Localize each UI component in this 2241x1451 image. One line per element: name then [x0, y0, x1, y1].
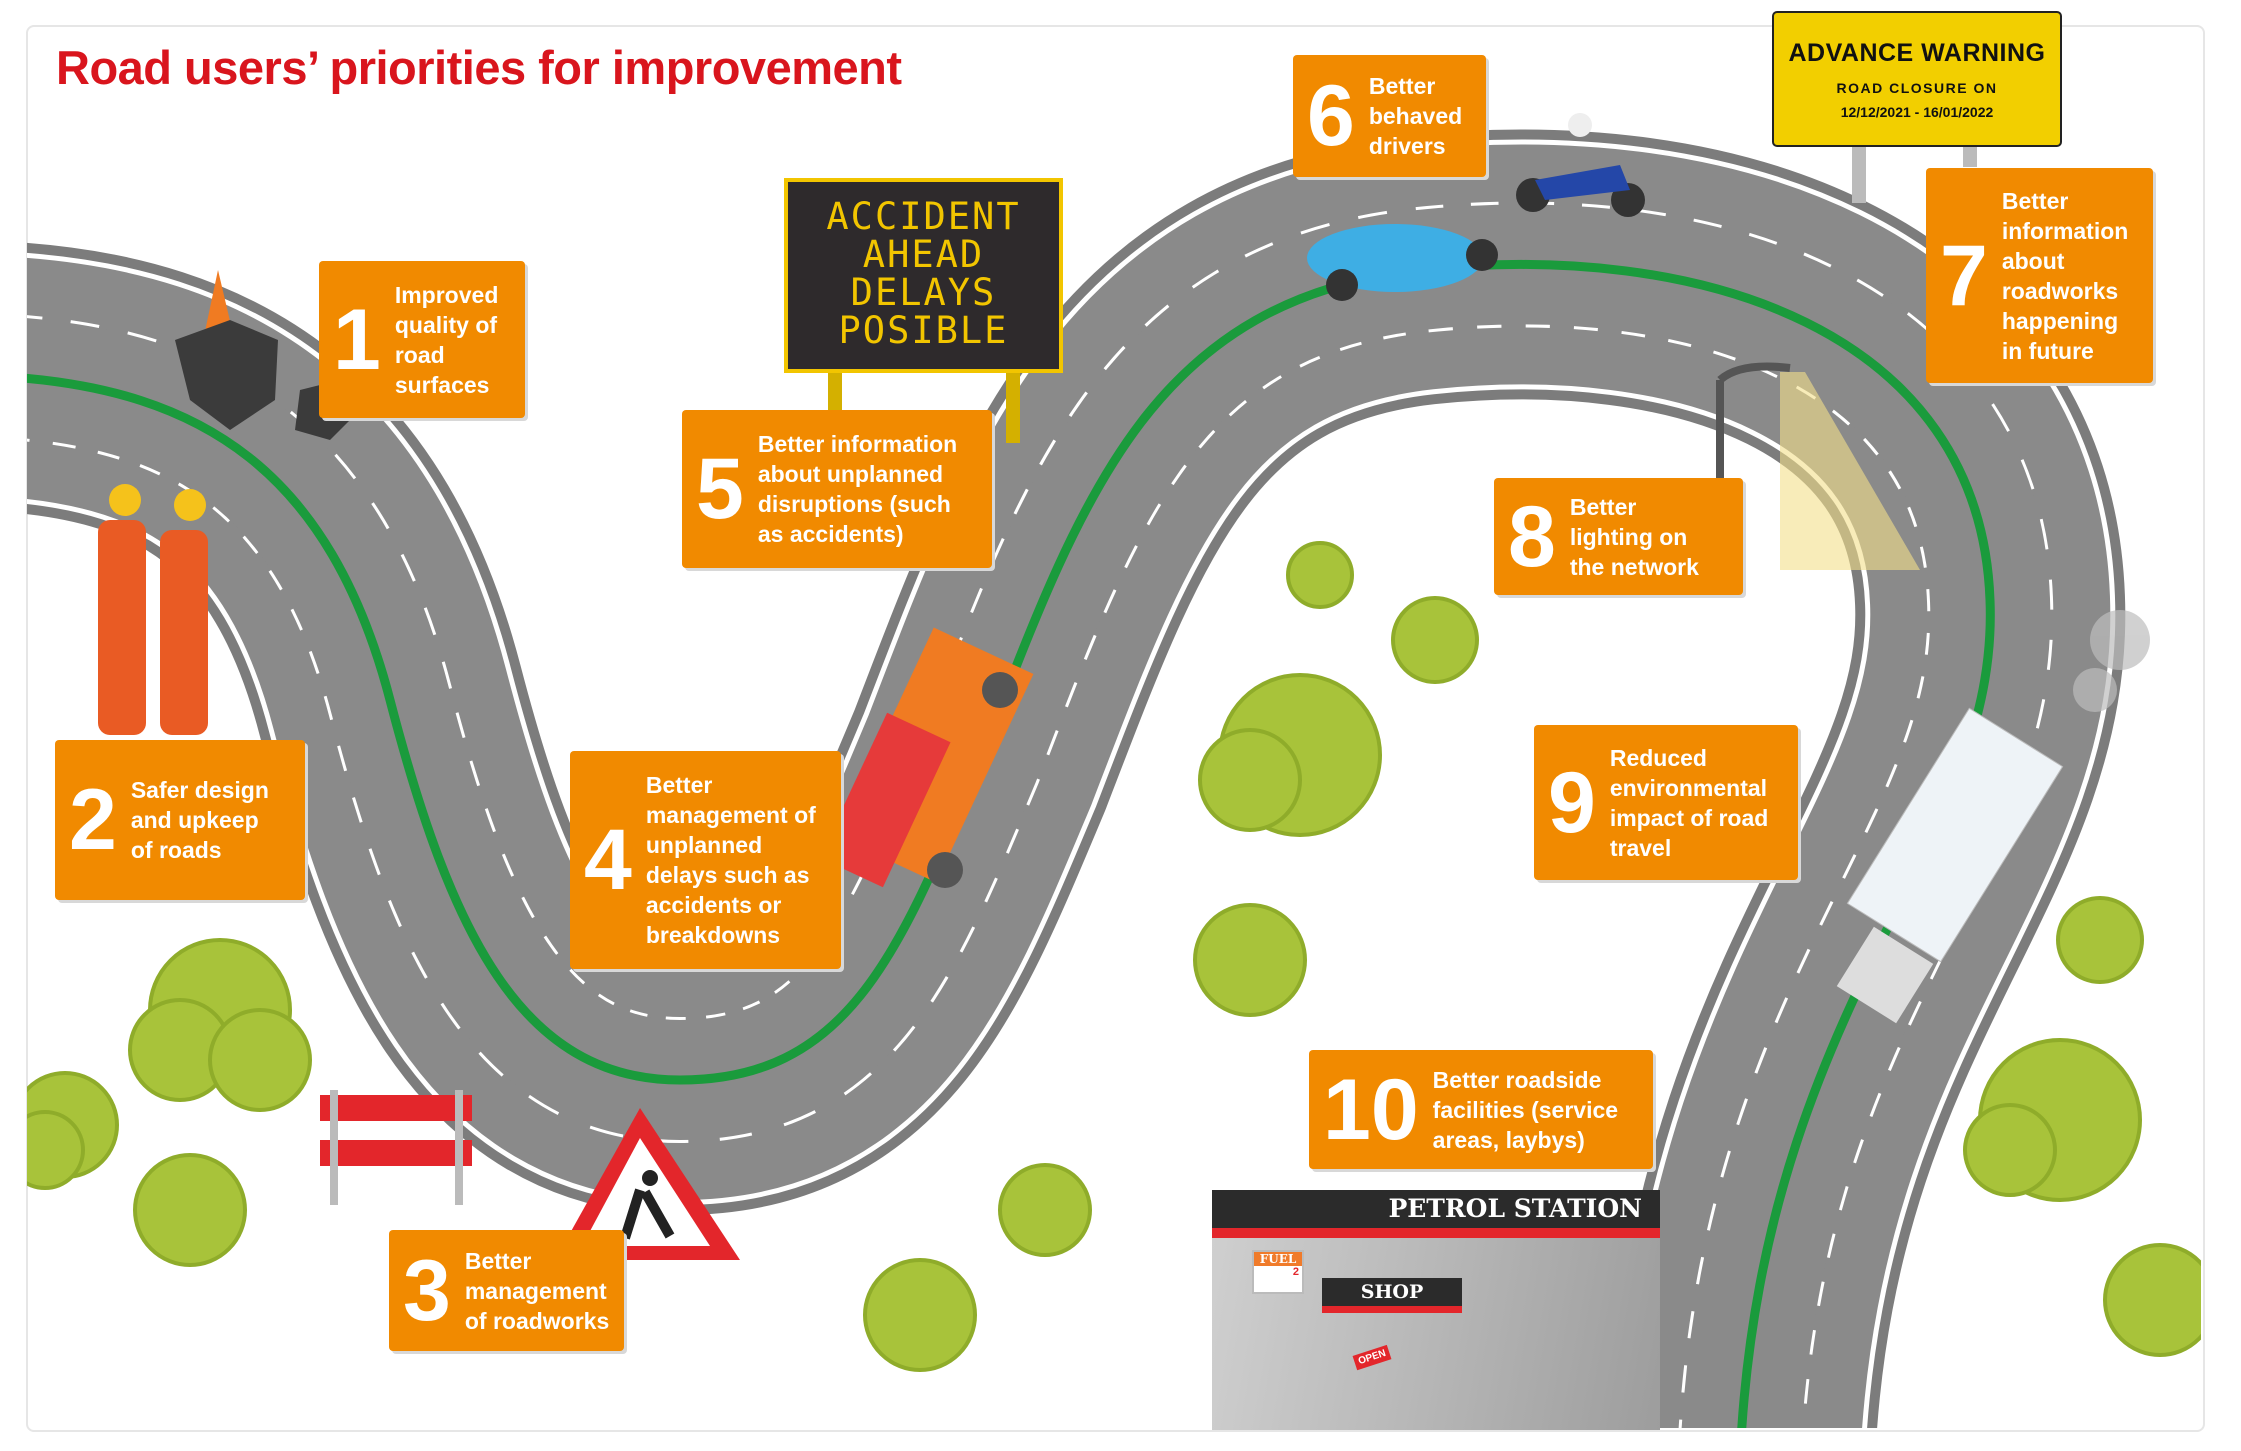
fuel-label: FUEL: [1254, 1252, 1302, 1266]
priority-box-9: 9 Reduced environmental impact of road t…: [1534, 725, 1798, 880]
petrol-station: PETROL STATION SHOP FUEL 2 OPEN: [1212, 1190, 1660, 1430]
page-title: Road users’ priorities for improvement: [56, 41, 902, 94]
fuel-number: 2: [1292, 1266, 1299, 1278]
priority-box-1: 1 Improved quality of road surfaces: [319, 261, 525, 418]
priority-text: Better behaved drivers: [1368, 73, 1463, 159]
priority-number: 8: [1508, 488, 1556, 585]
tree: [1193, 903, 1307, 1017]
priority-box-2: 2 Safer design and upkeep of roads: [55, 740, 305, 900]
priority-number: 9: [1548, 754, 1596, 851]
fuel-sign: FUEL 2: [1252, 1250, 1304, 1294]
tow-truck-icon: [819, 627, 1034, 888]
message-line: AHEAD: [862, 233, 985, 276]
road-closure-label: ROAD CLOSURE ON: [1836, 80, 1998, 96]
advance-warning-sign: ADVANCE WARNING ROAD CLOSURE ON 12/12/20…: [1772, 11, 2062, 147]
motorbike-icon: [1516, 113, 1645, 217]
roadworks-sign-icon: [555, 1108, 740, 1260]
priority-number: 4: [584, 812, 632, 908]
priority-text: Better lighting on the network: [1569, 493, 1699, 580]
tree: [863, 1258, 977, 1372]
message-line: DELAYS: [850, 271, 997, 314]
priority-box-5: 5 Better information about unplanned dis…: [682, 410, 992, 568]
priority-number: 3: [403, 1242, 451, 1339]
tree: [2056, 896, 2144, 984]
priority-box-3: 3 Better management of roadworks: [389, 1230, 624, 1351]
message-line: POSIBLE: [838, 309, 1009, 352]
priority-box-6: 6 Better behaved drivers: [1293, 55, 1486, 177]
road: [27, 129, 2126, 1428]
priority-text: Better information about roadworks happe…: [2001, 187, 2129, 364]
priority-text: Reduced environmental impact of road tra…: [1609, 744, 1769, 861]
car-icon: [1307, 224, 1498, 301]
tree: [1286, 541, 1354, 609]
tree: [1198, 673, 1382, 837]
workers-icon: [98, 484, 208, 735]
petrol-station-label: PETROL STATION: [1388, 1194, 1642, 1223]
priority-text: Better roadside facilities (service area…: [1432, 1066, 1619, 1153]
exhaust-smoke-icon: [2073, 610, 2150, 712]
shop-sign: SHOP: [1322, 1278, 1462, 1313]
tree: [998, 1163, 1092, 1257]
priority-text: Better management of unplanned delays su…: [645, 772, 816, 948]
barrier-icon: [320, 1090, 472, 1205]
tree: [133, 1153, 247, 1267]
tree: [1963, 1038, 2142, 1202]
advance-warning-heading: ADVANCE WARNING: [1788, 39, 2046, 67]
tree: [128, 938, 312, 1112]
lorry-icon: [1836, 707, 2064, 1024]
priority-box-7: 7 Better information about roadworks hap…: [1926, 168, 2153, 383]
priority-box-10: 10 Better roadside facilities (service a…: [1309, 1050, 1653, 1169]
priority-number: 10: [1323, 1061, 1419, 1158]
priority-number: 2: [69, 772, 117, 868]
priority-number: 7: [1940, 227, 1988, 324]
priority-text: Better management of roadworks: [464, 1247, 610, 1334]
priority-box-4: 4 Better management of unplanned delays …: [570, 751, 841, 969]
message-sign: ACCIDENT AHEAD DELAYS POSIBLE: [784, 178, 1063, 373]
priority-text: Safer design and upkeep of roads: [130, 777, 269, 863]
priority-box-8: 8 Better lighting on the network: [1494, 478, 1743, 595]
priority-text: Better information about unplanned disru…: [757, 431, 958, 547]
priority-number: 5: [696, 441, 744, 537]
infographic-frame: [26, 25, 2205, 1432]
tree: [27, 1071, 119, 1190]
petrol-station-sign: PETROL STATION: [1212, 1190, 1660, 1238]
tree: [2103, 1243, 2201, 1357]
priority-number: 1: [333, 291, 381, 388]
message-line: ACCIDENT: [826, 195, 1021, 238]
priority-number: 6: [1307, 68, 1355, 164]
priority-text: Improved quality of road surfaces: [394, 281, 499, 398]
road-closure-dates: 12/12/2021 - 16/01/2022: [1840, 104, 1994, 120]
tree: [1391, 596, 1479, 684]
trees: [27, 541, 2201, 1372]
